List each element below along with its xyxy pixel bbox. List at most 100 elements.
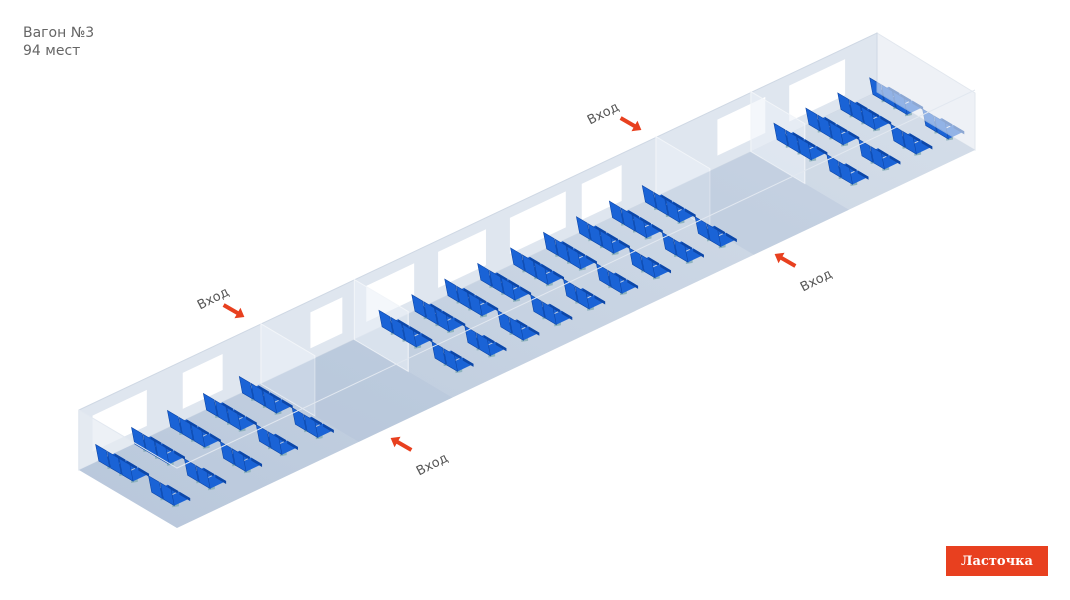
seat[interactable] [665, 198, 696, 225]
seat-cushion-edge [607, 232, 619, 243]
seat-cushion-edge [421, 333, 433, 343]
arrow-shape [774, 252, 797, 268]
seat[interactable] [533, 261, 565, 287]
seat-backrest [95, 443, 111, 468]
seat-backrest [434, 308, 450, 333]
front-top-edge [78, 89, 976, 469]
seat[interactable] [706, 223, 737, 249]
seat[interactable] [673, 238, 704, 264]
seat[interactable] [566, 245, 597, 271]
seat-backrest [226, 406, 242, 431]
seat-backrest [665, 198, 681, 223]
seat-cushion-edge [516, 319, 528, 329]
seat-backrest [214, 399, 230, 424]
seat[interactable] [190, 423, 221, 449]
seat-cushion-edge [553, 270, 565, 281]
seat[interactable] [476, 332, 507, 358]
seat[interactable] [640, 254, 672, 280]
partition [353, 278, 409, 373]
seat[interactable] [797, 136, 828, 162]
vestibule-floor [655, 151, 849, 255]
seat[interactable] [500, 276, 532, 302]
seat-backrest [543, 231, 558, 256]
seat-backrest [566, 245, 582, 270]
seat[interactable] [231, 448, 263, 474]
seat[interactable] [607, 270, 639, 296]
seat[interactable] [118, 457, 150, 483]
seat[interactable] [632, 214, 663, 240]
seat-cushion-edge [323, 423, 334, 434]
seat-backrest [797, 136, 812, 161]
seat[interactable] [860, 106, 892, 132]
seat-cushion-edge [198, 426, 210, 436]
seat-cushion-edge [311, 416, 323, 427]
seat-cushion-edge [627, 279, 639, 289]
seat-backrest [641, 184, 657, 210]
arrow-shape [619, 116, 642, 132]
arrow-shape [390, 436, 413, 452]
car-info: Вагон №3 94 мест [23, 24, 94, 60]
seat[interactable] [434, 308, 466, 334]
seat-backrest [838, 160, 853, 185]
seat-backrest [154, 440, 170, 465]
seat[interactable] [402, 323, 433, 349]
entrance-arrow-icon [774, 252, 797, 268]
seat-cushion-edge [804, 139, 816, 149]
seat-backrest [444, 278, 460, 303]
seat[interactable] [599, 230, 630, 256]
seat-backrest [106, 450, 122, 475]
seat-backrest [607, 270, 623, 295]
seat-backrest [870, 145, 885, 170]
right-end-wall [876, 32, 976, 151]
seat-backrest [267, 431, 283, 456]
seat-cushion-edge [234, 409, 246, 419]
seat-cushion-edge [162, 443, 174, 453]
vestibule-floor [260, 339, 453, 442]
seat-backrest [521, 254, 537, 279]
seat-cushion-edge [816, 146, 828, 156]
seat-cushion-edge [681, 241, 693, 251]
seat-backrest [402, 323, 417, 348]
seat-backrest [303, 414, 319, 439]
seat-cushion-edge [660, 263, 672, 274]
seat[interactable] [509, 316, 540, 342]
seat-cushion-edge [615, 272, 627, 282]
seat[interactable] [574, 285, 606, 311]
seat[interactable] [159, 482, 191, 508]
seat-cushion-edge [174, 450, 185, 460]
seat-backrest [142, 433, 158, 458]
seat-backrest [785, 129, 801, 154]
seat[interactable] [870, 145, 901, 171]
seat[interactable] [838, 160, 869, 187]
seat-backrest [773, 122, 789, 147]
seat[interactable] [303, 414, 334, 440]
seat-backrest [673, 238, 689, 263]
seat[interactable] [467, 292, 499, 318]
seat-cushion-edge [215, 474, 227, 485]
seat[interactable] [541, 301, 573, 327]
seat-backrest [195, 465, 211, 490]
seat[interactable] [262, 389, 293, 415]
seat[interactable] [226, 406, 257, 432]
seat[interactable] [195, 465, 227, 491]
seat-backrest [608, 200, 624, 225]
seat-backrest [849, 99, 864, 124]
seat[interactable] [443, 347, 474, 374]
seat-backrest [533, 261, 549, 286]
entrance-arrow-icon [619, 116, 642, 132]
seat-backrest [828, 121, 844, 146]
seat-backrest [500, 276, 516, 301]
seat-cushion-edge [138, 467, 150, 477]
seat-cushion-edge [848, 130, 860, 141]
seat-backrest [599, 230, 615, 255]
seat-backrest [653, 191, 669, 216]
window [310, 297, 343, 349]
seat[interactable] [828, 121, 860, 147]
seat-cushion-edge [684, 208, 696, 218]
seat[interactable] [902, 130, 933, 156]
seat-backrest [250, 382, 266, 407]
seat-cushion-edge [126, 460, 138, 470]
seats [95, 77, 965, 508]
seat[interactable] [267, 431, 298, 457]
seat-cushion-edge [179, 491, 191, 502]
